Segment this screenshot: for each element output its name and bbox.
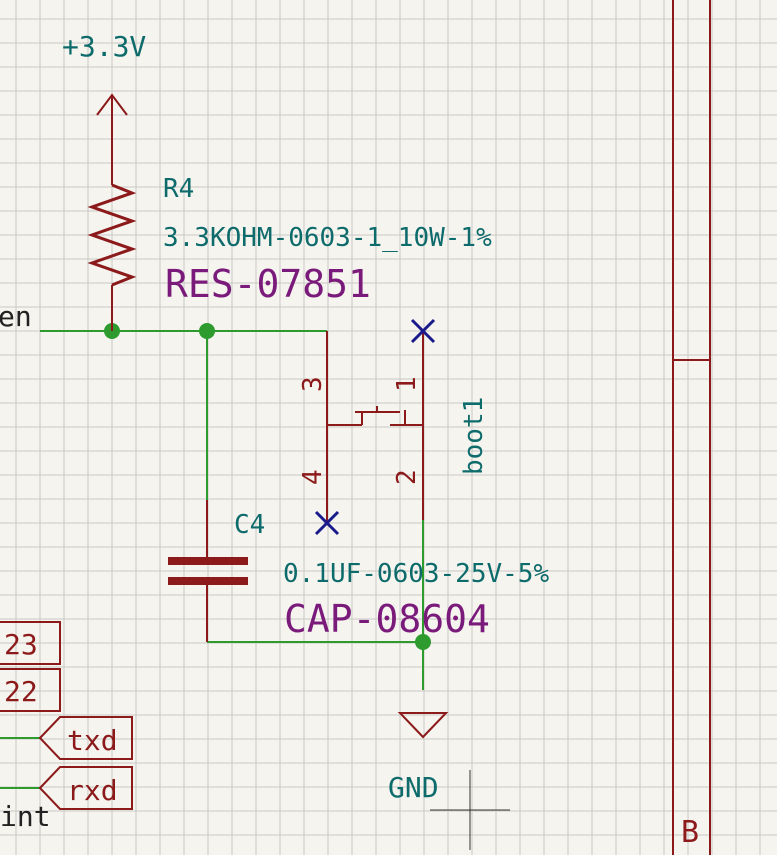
switch-pin-4: 4 [298, 469, 328, 485]
ground-symbol[interactable] [397, 712, 449, 739]
power-symbol[interactable] [96, 93, 128, 185]
txd-label[interactable]: txd [38, 716, 133, 760]
ground-label: GND [388, 771, 439, 804]
junction-dot [199, 323, 215, 339]
switch-boot1[interactable] [326, 331, 424, 523]
switch-pin-2: 2 [392, 469, 422, 485]
io23-text: 23 [4, 628, 38, 661]
net-label-en: en [0, 300, 32, 333]
io22-label[interactable]: 22 [0, 668, 61, 712]
rxd-text: rxd [67, 774, 118, 807]
capacitor-value: 0.1UF-0603-25V-5% [283, 559, 549, 589]
io23-label[interactable]: 23 [0, 621, 61, 665]
no-connect-markers [314, 318, 436, 536]
capacitor-part: CAP-08604 [284, 597, 490, 641]
txd-text: txd [67, 724, 118, 757]
capacitor-ref: C4 [234, 510, 265, 540]
no-connect-icon [410, 318, 436, 344]
resistor-r4[interactable] [87, 183, 137, 331]
sheet-border: B [672, 0, 711, 855]
ground-icon [397, 712, 449, 739]
cursor-crosshair-icon [430, 770, 510, 850]
junction-dot [415, 634, 431, 650]
io22-text: 22 [4, 675, 38, 708]
resistor-ref: R4 [163, 174, 194, 204]
rxd-label[interactable]: rxd [38, 766, 133, 810]
resistor-part: RES-07851 [165, 262, 371, 306]
resistor-icon [87, 183, 137, 287]
net-label-int: int [0, 800, 51, 833]
no-connect-icon [314, 510, 340, 536]
capacitor-icon [168, 557, 248, 565]
sheet-marker: B [681, 815, 699, 850]
power-label: +3.3V [62, 30, 146, 63]
switch-pin-1: 1 [392, 376, 422, 392]
switch-ref: boot1 [459, 397, 489, 475]
capacitor-c4[interactable] [168, 500, 248, 642]
switch-pin-3: 3 [298, 376, 328, 392]
resistor-value: 3.3KOHM-0603-1_10W-1% [163, 223, 492, 253]
wires [0, 330, 424, 789]
